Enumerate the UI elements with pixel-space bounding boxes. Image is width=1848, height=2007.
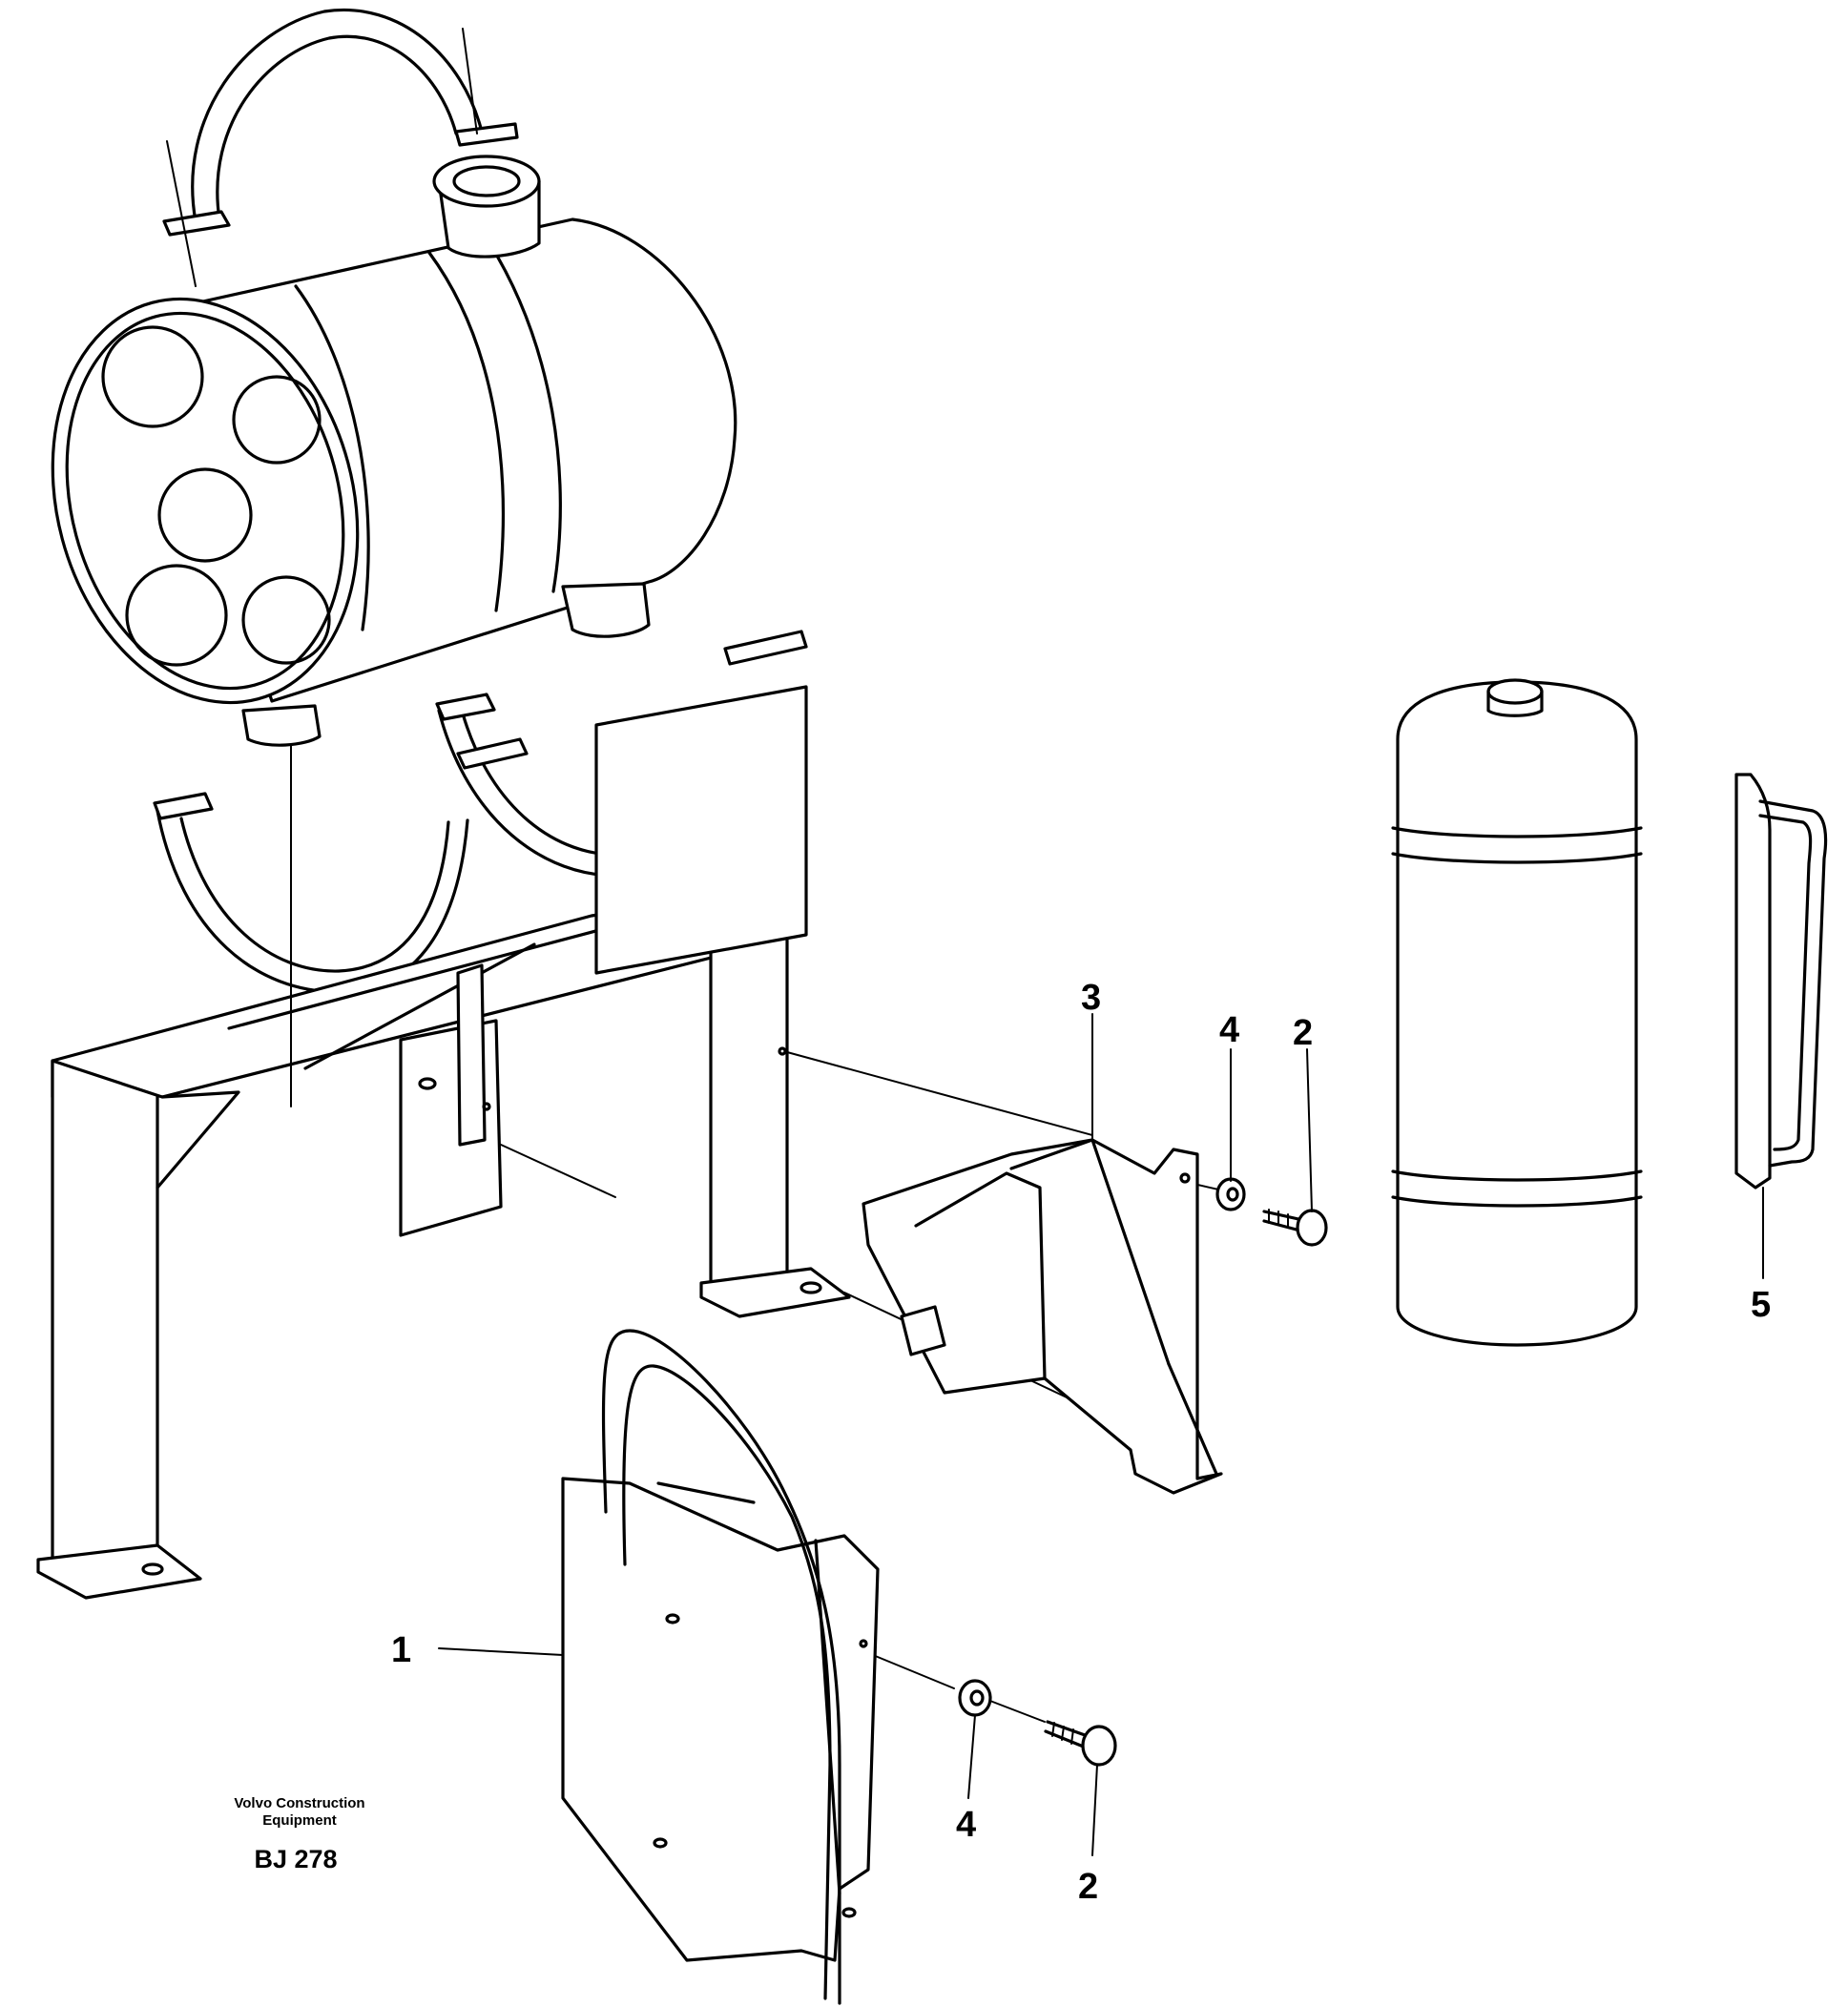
part-5-tank-strap [1734,773,1828,1190]
company-name-line2: Equipment [262,1812,337,1829]
bolt-lower [1044,1720,1117,1767]
support-stand [36,630,851,1600]
callout-2-lower: 2 [1078,1867,1098,1907]
part-3-cover-plate [862,1138,1223,1495]
upper-clamp-strap [162,8,519,287]
washer-upper [1215,1177,1246,1211]
callout-2-upper: 2 [1293,1013,1313,1053]
callout-1: 1 [391,1630,411,1670]
callout-4-lower: 4 [956,1805,976,1845]
air-receiver-tank [1391,678,1643,1347]
callout-4-upper: 4 [1219,1010,1239,1050]
drawing-code: BJ 278 [254,1845,337,1873]
leader-lines [438,1013,1764,1856]
assembly-guide-lines [290,743,1232,1723]
bolt-upper [1262,1209,1328,1247]
callout-3: 3 [1081,978,1101,1018]
callout-5: 5 [1751,1285,1771,1325]
muffler-tank [51,155,737,747]
part-1-handle-plate [561,1329,880,2005]
washer-lower [958,1679,992,1717]
company-name-line1: Volvo Construction [234,1795,364,1811]
